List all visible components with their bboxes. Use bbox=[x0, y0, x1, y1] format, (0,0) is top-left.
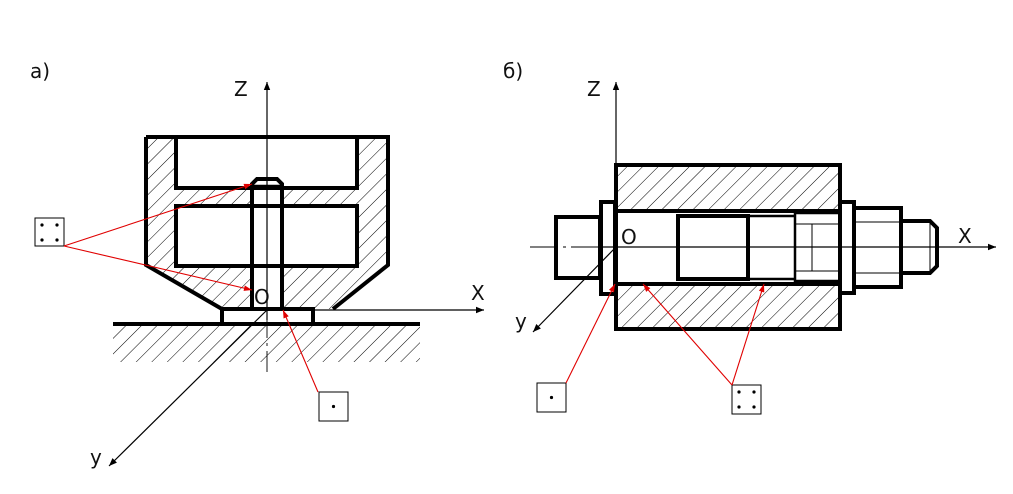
sleeve-body bbox=[614, 163, 842, 331]
axes-a bbox=[108, 82, 484, 467]
base-ground bbox=[113, 322, 420, 362]
z-axis-label-a: Z bbox=[234, 77, 248, 101]
one-dot-symbol-b bbox=[536, 382, 567, 413]
left-shaft-end bbox=[554, 200, 617, 296]
y-axis-a bbox=[108, 309, 268, 467]
diagram-a: а) bbox=[30, 59, 485, 469]
diagram-a-label: а) bbox=[30, 59, 50, 83]
diagram-b: б) bbox=[503, 59, 996, 415]
y-axis-b bbox=[532, 246, 617, 333]
four-dot-symbol-a bbox=[34, 217, 65, 247]
origin-label-b: O bbox=[621, 225, 637, 249]
axes-b bbox=[532, 82, 996, 333]
one-dot-symbol-a bbox=[318, 391, 349, 422]
x-axis-label-b: X bbox=[958, 224, 972, 248]
y-axis-label-a: y bbox=[90, 445, 102, 469]
x-axis-label-a: X bbox=[471, 281, 485, 305]
diagram-b-label: б) bbox=[503, 59, 523, 83]
origin-label-a: O bbox=[254, 285, 270, 309]
y-axis-label-b: y bbox=[515, 309, 527, 333]
four-dot-symbol-b bbox=[731, 384, 762, 415]
leaders-a bbox=[63, 183, 319, 393]
leaders-b bbox=[565, 283, 765, 386]
z-axis-label-b: Z bbox=[587, 77, 601, 101]
